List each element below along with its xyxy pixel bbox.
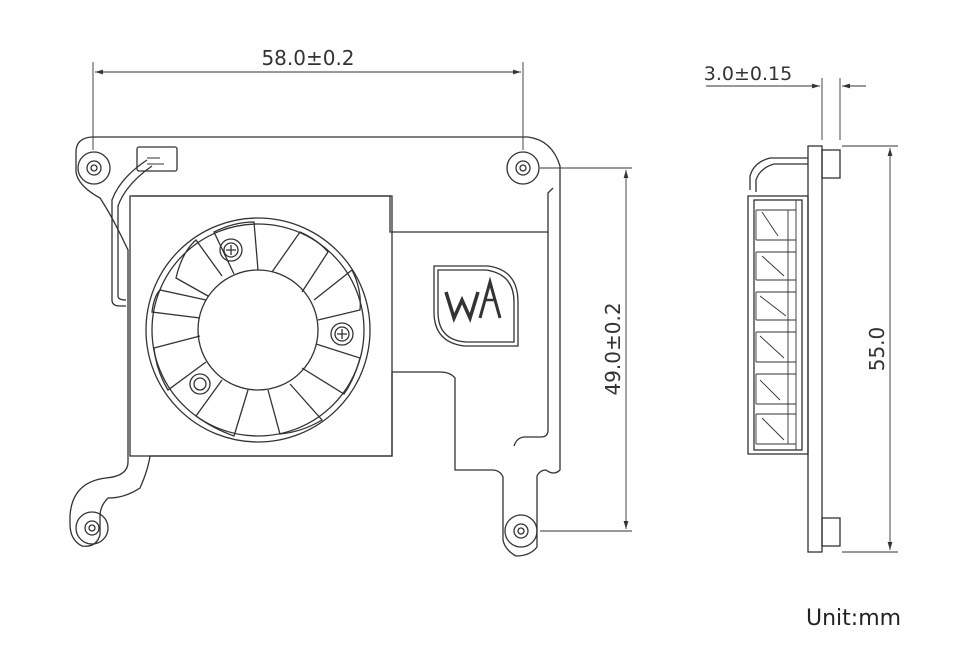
dimension-height-label: 55.0 (865, 327, 889, 372)
fan (145, 217, 371, 443)
heatsink-plate-outline (69, 136, 561, 557)
mounting-hole-top-right (506, 151, 540, 185)
side-fan-body (747, 195, 809, 455)
side-plate (807, 145, 823, 553)
unit-label: Unit:mm (806, 606, 902, 631)
mounting-hole-bottom-left (75, 511, 109, 545)
side-cable (749, 157, 808, 192)
fan-blades (151, 221, 361, 437)
fan-housing (129, 195, 393, 457)
fan-screw-right (330, 322, 354, 346)
mounting-hole-bottom-right (504, 514, 538, 548)
fan-housing-outline (132, 187, 554, 233)
dimension-thickness: 3.0±0.15 (704, 63, 866, 140)
dimension-thickness-label: 3.0±0.15 (704, 63, 792, 85)
side-fan-blades (755, 200, 797, 450)
dimension-hole-spacing: 49.0±0.2 (540, 167, 632, 532)
plate-edge-right (513, 232, 549, 447)
waveshare-logo-icon (433, 265, 519, 347)
dimension-width-label: 58.0±0.2 (261, 46, 354, 70)
dimension-hole-spacing-label: 49.0±0.2 (601, 302, 625, 395)
fan-hub (197, 269, 319, 391)
fan-screw-top (219, 238, 243, 262)
dimension-height: 55.0 (842, 145, 898, 553)
front-view (69, 136, 561, 557)
side-view (747, 145, 841, 553)
fan-cable (111, 146, 178, 307)
dimension-width: 58.0±0.2 (92, 46, 524, 150)
mounting-hole-top-left (77, 151, 111, 185)
fan-screw-bottom (189, 373, 211, 395)
